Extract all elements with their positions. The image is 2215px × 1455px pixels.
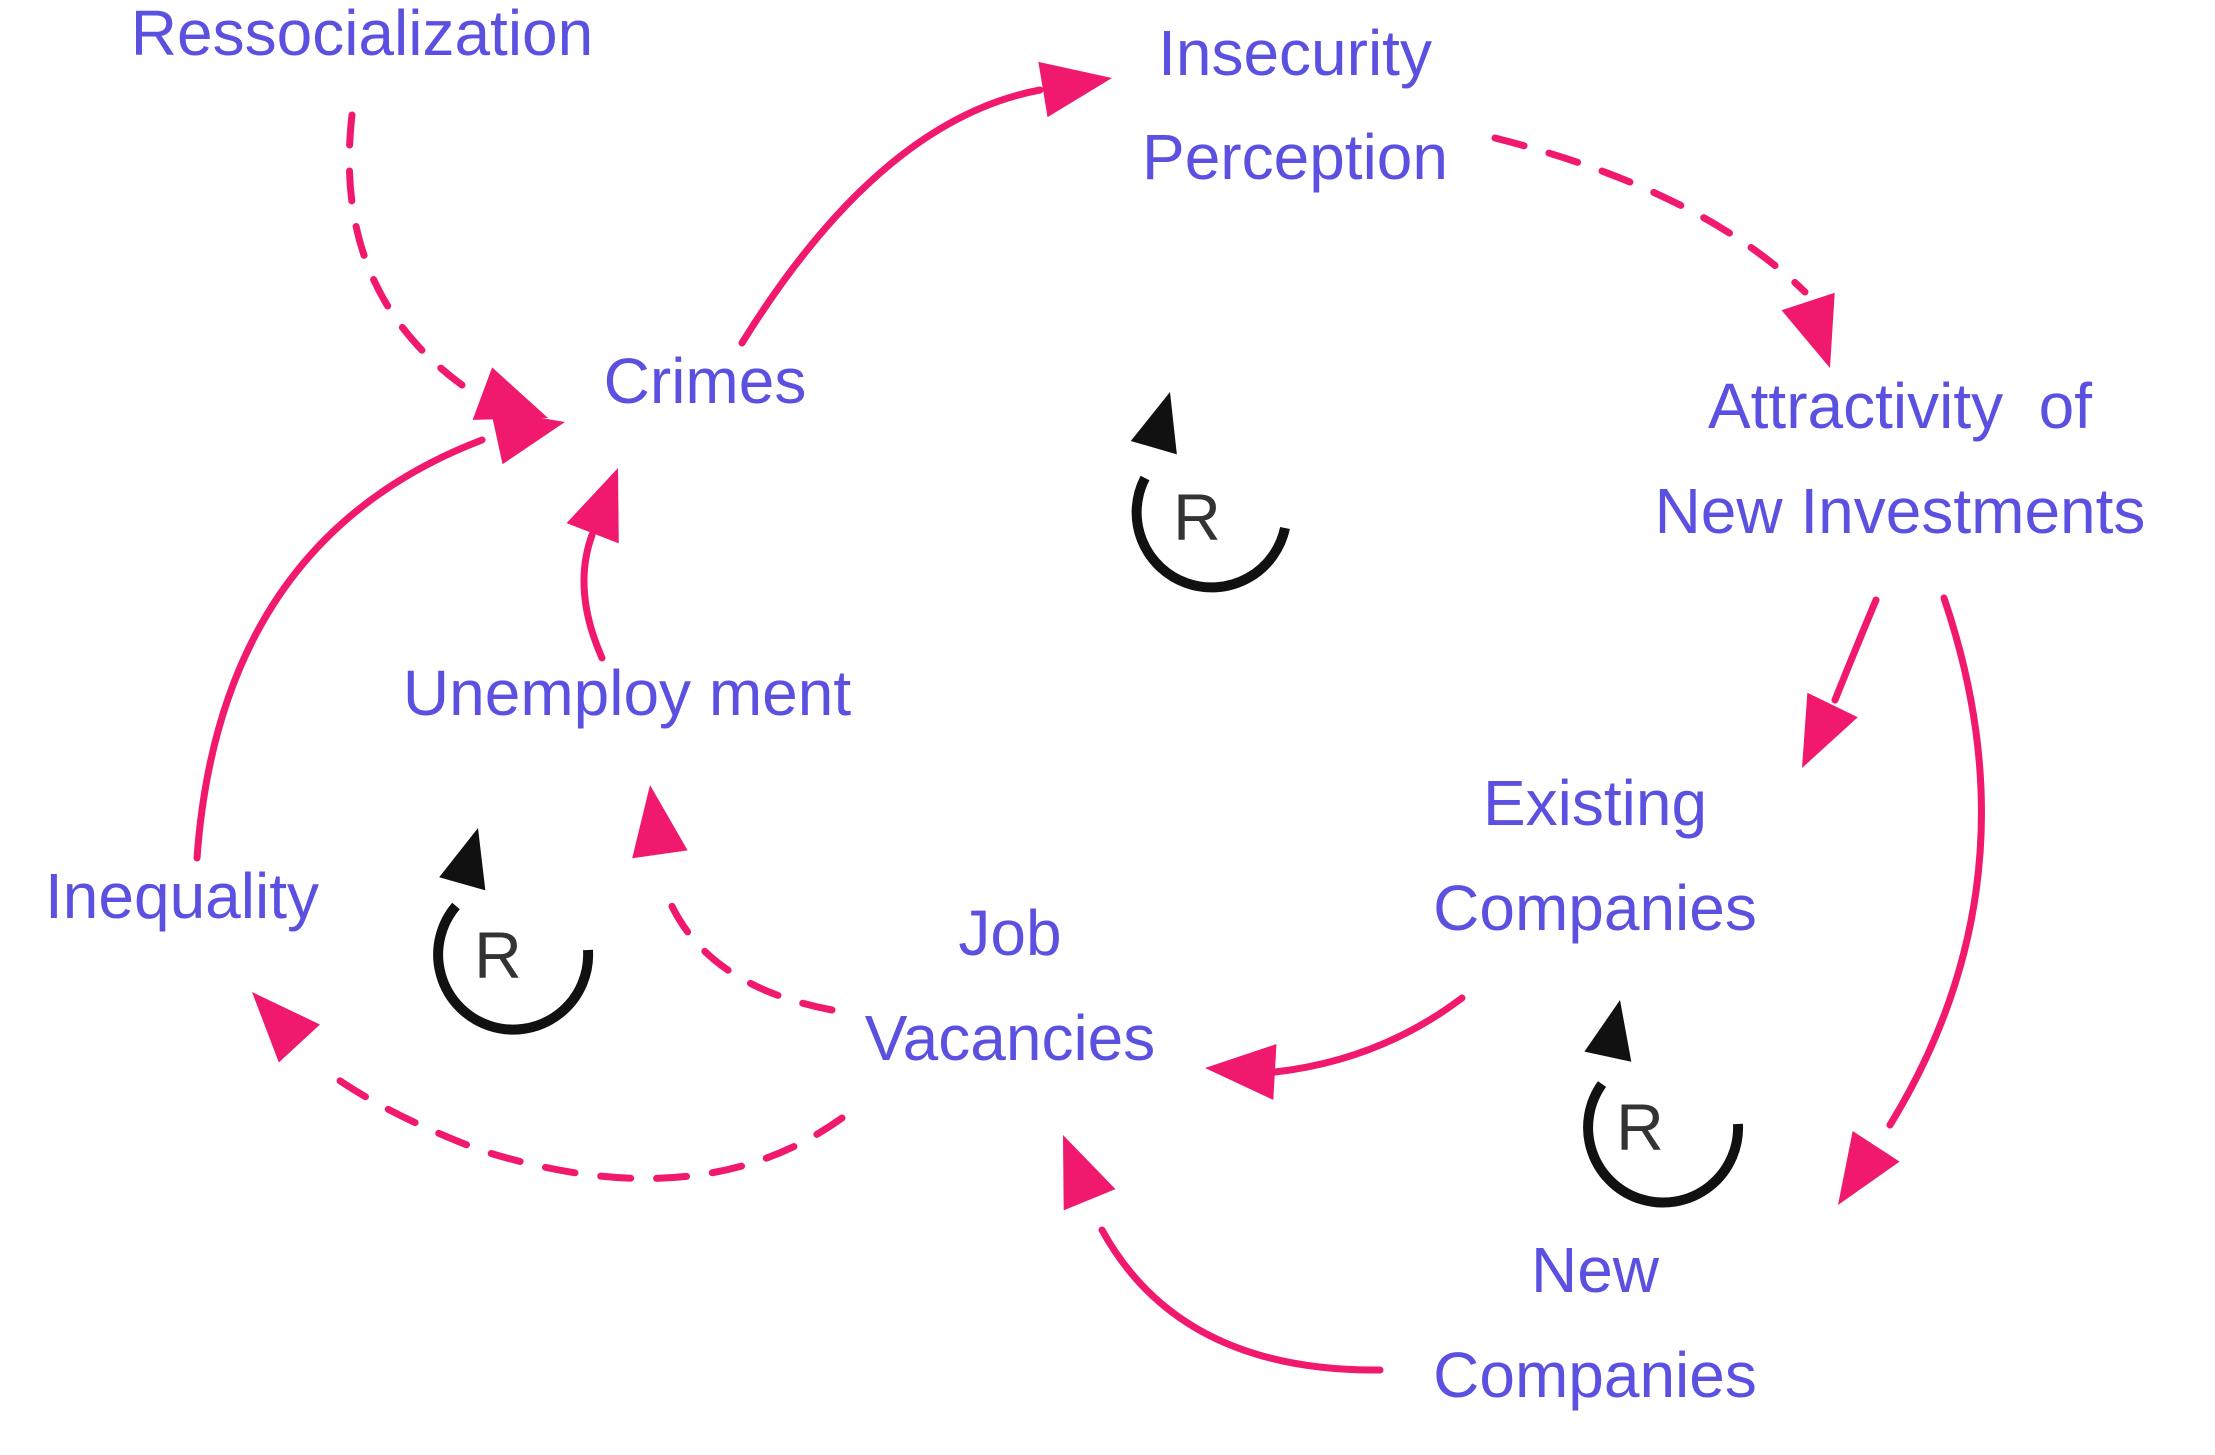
arrowhead-icon — [1838, 1131, 1900, 1205]
node-crimes: Crimes — [604, 345, 807, 417]
link-line — [1886, 594, 1985, 1129]
node-label-line: Unemploy ment — [403, 657, 851, 729]
loop-label: R — [1616, 1090, 1664, 1164]
node-label-line: Crimes — [604, 345, 807, 417]
link-crimes-insecurity — [738, 61, 1112, 347]
loops-layer: R R R — [433, 392, 1744, 1208]
loop-arrowhead-icon — [1130, 392, 1177, 455]
loop-arrowhead-icon — [1584, 1000, 1632, 1062]
arrowhead-icon — [566, 468, 619, 544]
arrowhead-icon — [490, 409, 565, 465]
node-label-line: Existing — [1483, 767, 1707, 839]
link-attractivity-existing — [1802, 596, 1880, 768]
link-line — [1491, 134, 1809, 296]
arrowhead-icon — [1781, 292, 1835, 368]
link-line — [1271, 994, 1466, 1076]
link-jobvacancies-inequality — [252, 992, 846, 1182]
loop-arrow-icon — [1131, 475, 1290, 593]
link-jobvacancies-unemployment — [632, 785, 836, 1014]
loop-arrowhead-icon — [439, 828, 486, 891]
link-line — [1098, 1226, 1384, 1374]
node-inequality: Inequality — [45, 860, 319, 932]
node-label-line: New Investments — [1655, 475, 2146, 547]
node-label-line: Inequality — [45, 860, 319, 932]
link-line — [1831, 596, 1880, 704]
node-unemployment: Unemploy ment — [403, 657, 851, 729]
link-line — [661, 886, 836, 1014]
arrowhead-icon — [472, 367, 548, 420]
link-inequality-crimes — [193, 409, 565, 862]
node-label-line: Attractivity of — [1708, 370, 2092, 442]
link-line — [738, 86, 1044, 347]
loop-label: R — [1173, 480, 1221, 554]
node-label-line: Companies — [1433, 1339, 1757, 1411]
links-layer — [193, 61, 1985, 1374]
link-ressocialization-crimes — [345, 111, 548, 420]
loop-arrow-icon — [433, 902, 594, 1035]
reinforcing-loop-loop-left: R — [433, 828, 594, 1035]
node-label-line: Ressocialization — [131, 0, 593, 69]
link-line — [580, 531, 606, 662]
link-unemployment-crimes — [566, 468, 619, 662]
link-line — [345, 111, 466, 389]
arrowhead-icon — [1038, 61, 1112, 118]
reinforcing-loop-loop-right: R — [1583, 1000, 1744, 1208]
link-line — [318, 1064, 846, 1182]
node-label-line: Perception — [1142, 121, 1448, 193]
arrowhead-icon — [632, 785, 688, 859]
node-label-line: Vacancies — [865, 1002, 1156, 1074]
reinforcing-loop-loop-main: R — [1130, 392, 1290, 593]
loop-label: R — [474, 918, 522, 992]
arrowhead-icon — [1063, 1135, 1116, 1211]
link-line — [193, 436, 486, 862]
node-attractivity: Attractivity of New Investments — [1655, 370, 2146, 547]
link-insecurity-attractivity — [1491, 134, 1835, 368]
node-label-line: Insecurity — [1158, 17, 1432, 89]
node-label-line: Companies — [1433, 872, 1757, 944]
node-ressocialization: Ressocialization — [131, 0, 593, 69]
arrowhead-icon — [1205, 1044, 1277, 1100]
arrowhead-icon — [252, 992, 321, 1063]
link-new-jobvacancies — [1063, 1135, 1384, 1374]
loop-arrow-icon — [1583, 1081, 1744, 1208]
node-label-line: New — [1531, 1234, 1660, 1306]
arrowhead-icon — [1802, 692, 1858, 768]
link-existing-jobvacancies — [1205, 994, 1466, 1100]
link-attractivity-new — [1838, 594, 1985, 1205]
node-label-line: Job — [958, 897, 1061, 969]
